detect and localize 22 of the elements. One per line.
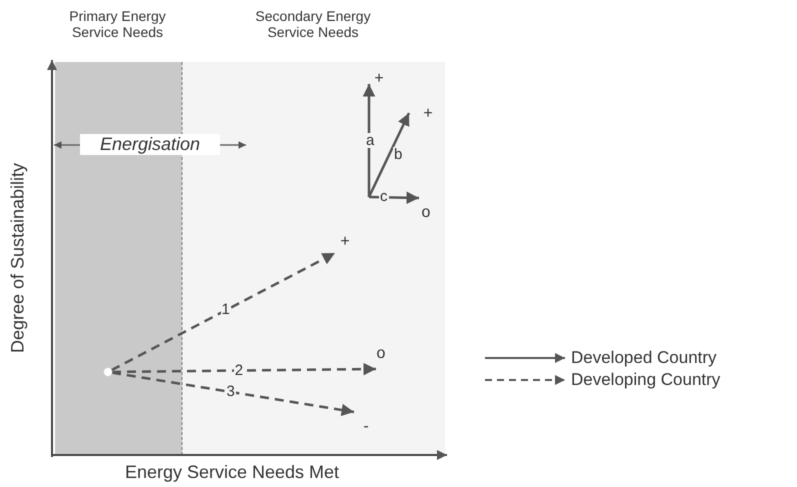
- axis-title: Degree of Sustainability: [8, 162, 28, 354]
- end-mark: +: [422, 106, 434, 120]
- arrow: [368, 112, 410, 198]
- end-mark: -: [361, 419, 371, 431]
- column-heading: Secondary Energy Service Needs: [254, 8, 372, 40]
- end-mark: +: [339, 234, 351, 248]
- end-mark: +: [373, 71, 385, 85]
- edge-label: a: [365, 132, 376, 148]
- legend-label: Developing Country: [571, 370, 720, 390]
- range-label: Energisation: [80, 134, 220, 155]
- arrow: [368, 192, 420, 204]
- end-mark: o: [375, 346, 387, 360]
- axis-title: Energy Service Needs Met: [124, 462, 340, 483]
- edge-label: b: [393, 147, 404, 162]
- arrow: [362, 84, 376, 197]
- column-heading: Primary Energy Service Needs: [68, 8, 167, 40]
- legend-label: Developed Country: [571, 348, 717, 368]
- edge-label: 1: [220, 302, 231, 318]
- dashed-arrow: [110, 252, 336, 372]
- dashed-arrow: [112, 371, 354, 416]
- end-mark: o: [420, 205, 432, 219]
- dashed-arrow: [112, 362, 376, 376]
